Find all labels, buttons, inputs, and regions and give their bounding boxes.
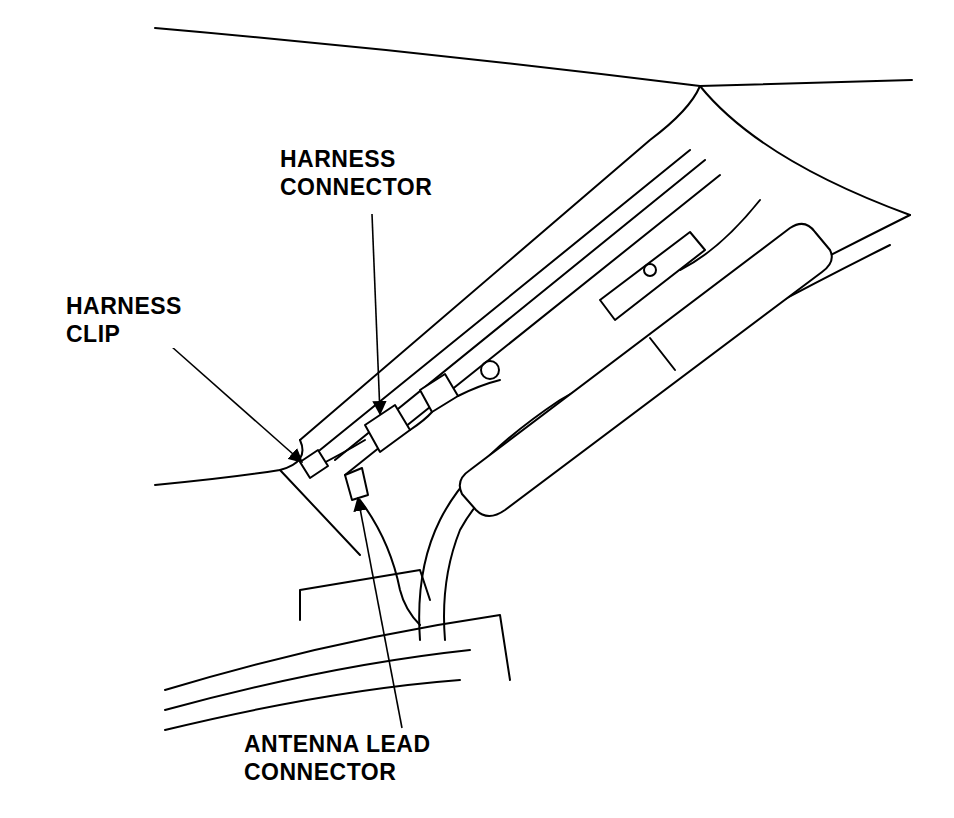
leader-lines — [172, 214, 402, 728]
pillar-trim — [335, 160, 705, 460]
bolt — [481, 361, 499, 379]
damper — [650, 338, 675, 370]
pillar-edge — [419, 215, 910, 640]
bolt — [644, 264, 656, 276]
leader-arrow — [358, 498, 402, 728]
rear-shelf — [165, 650, 470, 710]
rear-shelf — [165, 615, 510, 690]
damper-bracket — [600, 232, 705, 320]
wire-harness — [310, 380, 500, 470]
harness-connector — [365, 405, 410, 452]
rear-shelf — [165, 680, 460, 730]
antenna-lead-connector — [345, 468, 368, 500]
leader-arrow — [172, 347, 302, 462]
part-label: HARNESS CONNECTOR — [280, 146, 495, 201]
window-edge — [155, 440, 303, 485]
damper — [460, 224, 832, 516]
part-label: HARNESS CLIP — [66, 293, 216, 348]
pillar-edge — [700, 86, 910, 215]
vehicle-body — [155, 28, 912, 730]
antenna-lead — [360, 500, 420, 625]
part-label: ANTENNA LEAD CONNECTOR — [244, 731, 449, 786]
roof-line — [155, 28, 912, 86]
harness-clip — [300, 450, 328, 478]
leader-arrow — [372, 214, 380, 414]
harness-connector — [420, 374, 458, 412]
